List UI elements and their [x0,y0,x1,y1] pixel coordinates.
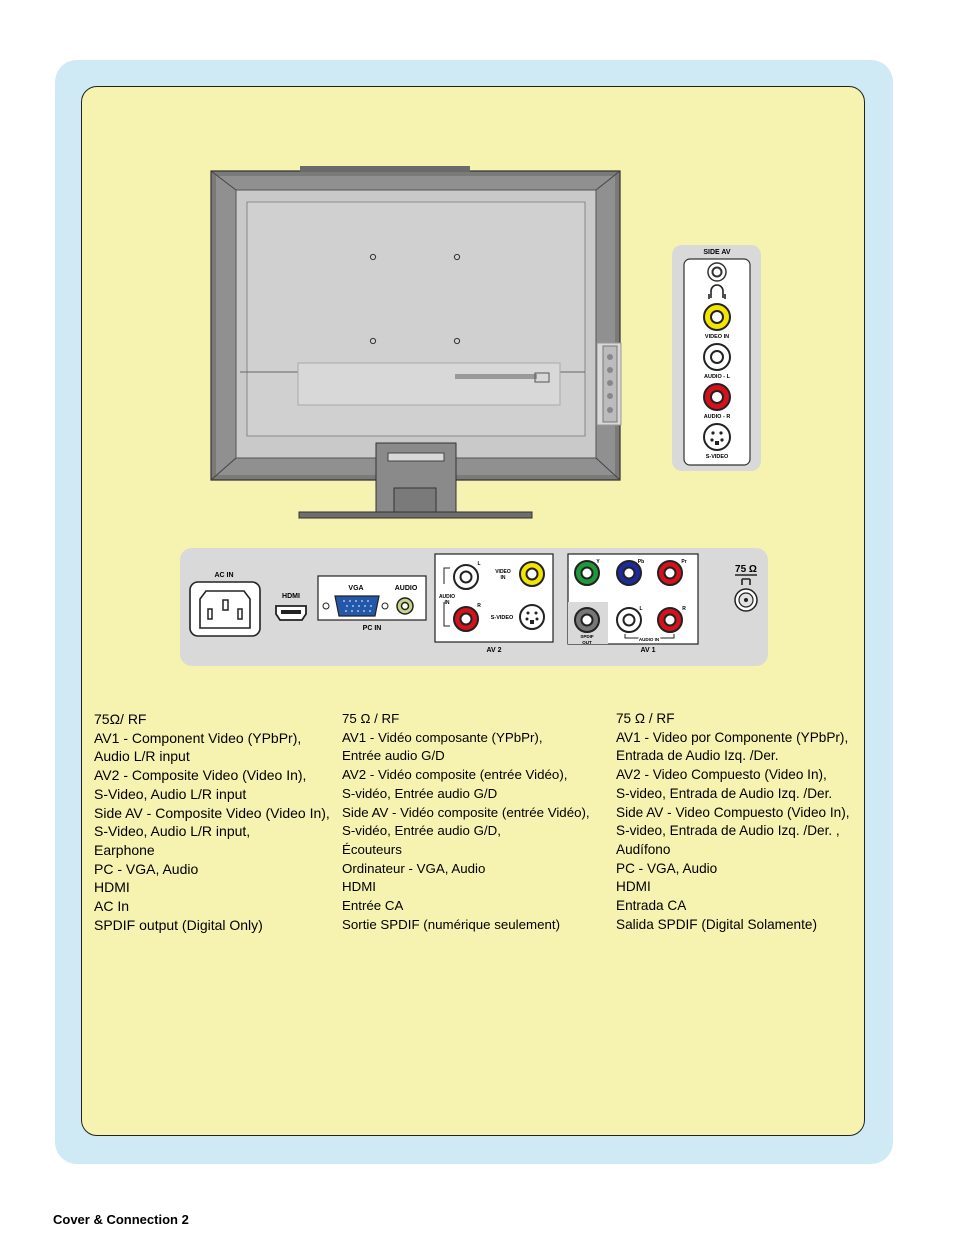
english-line: Side AV - Composite Video (Video In), [94,804,330,821]
english-line: AV2 - Composite Video (Video In), [94,767,307,784]
rf-antenna-jack[interactable] [734,588,758,612]
side-video-in-jack[interactable] [703,303,731,331]
side-label-audio-l: AUDIO - L [704,374,731,380]
side-label-video-in: VIDEO IN [705,334,729,340]
spanish-line: S-video, Entrada de Audio Izq. /Der. [616,785,833,801]
antenna-icon [735,574,757,585]
av2-video-label-2: IN [501,575,506,581]
av1-audio-r-jack[interactable] [657,607,683,633]
av2-audio-r-jack[interactable] [453,606,479,632]
spanish-line: AV1 - Video por Componente (YPbPr), [616,729,849,745]
av2-audio-label: AUDIO [439,594,455,600]
earphone-jack[interactable] [707,262,727,282]
spanish-line: Entrada de Audio Izq. /Der. [616,748,779,764]
page-footer: Cover & Connection 2 [53,1212,189,1227]
english-line: AV1 - Component Video (YPbPr), [94,729,302,746]
side-label-audio-r: AUDIO - R [704,414,731,420]
french-line: Sortie SPDIF (numérique seulement) [342,916,561,932]
rear-connector-panel: AC IN HDMI VGA AUDIO PC IN AUDIO IN L [180,548,768,666]
spanish-line: 75 Ω / RF [616,711,675,726]
french-line: Entrée CA [342,898,404,914]
av1-pr-jack[interactable] [657,560,683,586]
french-line: HDMI [342,879,376,895]
french-line: 75 Ω / RF [342,711,400,726]
pc-audio-label: AUDIO [395,585,418,592]
av2-s-video-jack[interactable] [519,604,545,630]
av1-y-label: Y [596,559,600,565]
french-line: S-vidéo, Entrée audio G/D, [342,823,501,839]
french-line: AV2 - Vidéo composite (entrée Vidéo), [342,767,568,783]
french-line: AV1 - Vidéo composante (YPbPr), [342,729,543,745]
english-line: Audio L/R input [94,748,190,765]
french-line: Ordinateur - VGA, Audio [342,860,486,876]
side-label-s-video: S-VIDEO [706,454,729,460]
spdif-label-1: SPDIF [580,634,594,639]
av1-r-label: R [682,606,686,612]
av1-pr-label: Pr [681,559,686,565]
tv-rear-illustration [210,166,622,519]
vga-port[interactable] [334,595,380,617]
av2-l-label: L [477,561,480,567]
rf-ohm-label: 75 Ω [735,564,757,575]
side-s-video-jack[interactable] [703,423,731,451]
spanish-line: HDMI [616,879,651,895]
english-line: HDMI [94,879,130,896]
english-line: S-Video, Audio L/R input [94,785,247,802]
ac-in-label: AC IN [214,572,233,579]
hdmi-port[interactable] [275,605,307,621]
av2-label: AV 2 [486,647,501,654]
spdif-out-jack[interactable] [574,607,600,633]
english-line: PC - VGA, Audio [94,860,199,877]
av1-pb-jack[interactable] [616,560,642,586]
spanish-line: Side AV - Video Compuesto (Video In), [616,804,850,820]
english-line: S-Video, Audio L/R input, [94,823,251,840]
av1-y-jack[interactable] [574,560,600,586]
av2-r-label: R [477,603,481,609]
pc-audio-jack[interactable] [396,597,414,615]
av2-s-video-label: S-VIDEO [491,615,514,621]
headphone-icon [708,284,726,299]
french-line: S-vidéo, Entrée audio G/D [342,785,498,801]
spanish-line: S-video, Entrada de Audio Izq. /Der. , [616,823,840,839]
spanish-line: AV2 - Video Compuesto (Video In), [616,767,827,783]
ac-in-socket[interactable] [189,581,261,637]
english-line: 75Ω/ RF [94,711,147,727]
spanish-line: Entrada CA [616,898,687,914]
vga-label: VGA [348,585,363,592]
english-column: 75Ω/ RF AV1 - Component Video (YPbPr), A… [94,710,330,934]
av2-video-in-jack[interactable] [519,561,545,587]
av2-in-label: IN [445,600,450,606]
french-line: Side AV - Vidéo composite (entrée Vidéo)… [342,804,590,820]
pc-in-label: PC IN [363,625,382,632]
spdif-label-2: OUT [582,640,592,645]
av1-l-label: L [639,606,642,612]
side-av-title: SIDE AV [703,249,731,256]
av1-audio-l-jack[interactable] [616,607,642,633]
english-line: SPDIF output (Digital Only) [94,916,263,933]
side-audio-l-jack[interactable] [703,343,731,371]
av2-audio-l-jack[interactable] [453,564,479,590]
side-av-panel: SIDE AV VIDEO IN AUDIO - L AUDIO - R S-V… [672,245,761,471]
av2-video-label-1: VIDEO [495,569,511,575]
english-line: Earphone [94,841,155,858]
french-line: Entrée audio G/D [342,748,445,764]
hdmi-label: HDMI [282,593,300,600]
av1-audio-in-label: AUDIO IN [639,637,659,642]
av1-label: AV 1 [640,647,655,654]
spanish-line: Audífono [616,841,671,857]
spanish-column: 75 Ω / RF AV1 - Video por Componente (YP… [616,710,850,934]
av1-pb-label: Pb [638,559,644,565]
spanish-line: PC - VGA, Audio [616,860,718,876]
spanish-line: Salida SPDIF (Digital Solamente) [616,916,817,932]
french-column: 75 Ω / RF AV1 - Vidéo composante (YPbPr)… [342,710,590,934]
french-line: Écouteurs [342,841,402,857]
side-audio-r-jack[interactable] [703,383,731,411]
english-line: AC In [94,898,130,915]
